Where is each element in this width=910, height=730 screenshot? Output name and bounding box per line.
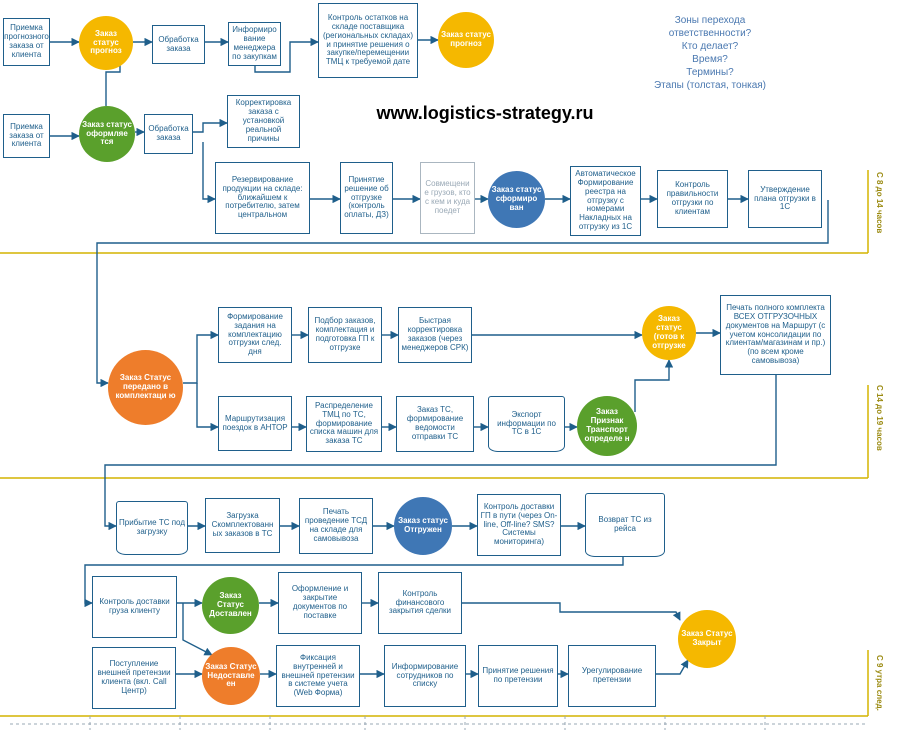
box-delivery-tracking[interactable]: Контроль доставки ГП в пути (через On-li… bbox=[477, 494, 561, 556]
question-line: Кто делает? bbox=[681, 41, 739, 52]
box-supplier-stock-control[interactable]: Контроль остатков на складе поставщика (… bbox=[318, 3, 418, 78]
box-print-tsd[interactable]: Печать проведение ТСД на складе для само… bbox=[299, 498, 373, 554]
box-vehicle-arrival[interactable]: Прибытие ТС под загрузку bbox=[116, 501, 188, 555]
box-export-1c[interactable]: Экспорт информации по ТС в 1С bbox=[488, 396, 565, 452]
box-order-processing-1[interactable]: Обработка заказа bbox=[152, 25, 205, 64]
box-reservation[interactable]: Резервирование продукции на складе: ближ… bbox=[215, 162, 310, 234]
question-line: Этапы (толстая, тонкая) bbox=[653, 80, 767, 91]
timeline-ticks bbox=[10, 716, 868, 730]
status-delivered[interactable]: Заказ Статус Доставлен bbox=[202, 577, 259, 634]
box-staff-notification[interactable]: Информирование сотрудников по списку bbox=[384, 645, 466, 707]
box-claim-registration[interactable]: Фиксация внутренней и внешней претензии … bbox=[276, 645, 360, 707]
box-delivery-control[interactable]: Контроль доставки груза клиенту bbox=[92, 576, 177, 638]
box-auto-register[interactable]: Автоматическое Формирование реестра на о… bbox=[570, 166, 641, 236]
box-claim-decision[interactable]: Принятие решения по претензии bbox=[478, 645, 558, 707]
box-shipping-decision[interactable]: Принятие решение об отгрузке (контроль о… bbox=[340, 162, 393, 234]
box-order-intake[interactable]: Приемка заказа от клиента bbox=[3, 114, 50, 158]
box-print-full-docs[interactable]: Печать полного комплекта ВСЕХ ОТГРУЗОЧНЫ… bbox=[720, 295, 831, 375]
question-line: Термины? bbox=[686, 67, 734, 78]
box-order-correction[interactable]: Корректировка заказа с установкой реальн… bbox=[227, 95, 300, 148]
box-cargo-combining[interactable]: Совмещени е грузов, кто с кем и куда пое… bbox=[420, 162, 475, 234]
question-line: Зоны перехода bbox=[674, 15, 746, 26]
zone-label-next-day: С 9 утра след. bbox=[875, 655, 884, 711]
box-vehicle-order[interactable]: Заказ ТС, формирование ведомости отправк… bbox=[396, 396, 474, 452]
box-loading[interactable]: Загрузка Скомплектованн ых заказов в ТС bbox=[205, 498, 280, 553]
questions-note: Зоны перехода ответственности? Кто делае… bbox=[640, 14, 780, 92]
status-shipped[interactable]: Заказ статус Отгружен bbox=[394, 497, 452, 555]
website-watermark: www.logistics-strategy.ru bbox=[376, 103, 594, 123]
status-closed[interactable]: Заказ Статус Закрыт bbox=[678, 610, 736, 668]
status-sent-to-picking[interactable]: Заказ Статус передано в комплектаци ю bbox=[108, 350, 183, 425]
box-quick-correction[interactable]: Быстрая корректировка заказов (через мен… bbox=[398, 307, 472, 363]
status-being-formed[interactable]: Заказ статус оформляе тся bbox=[79, 106, 135, 162]
zone-separators bbox=[0, 170, 869, 717]
box-routing[interactable]: Маршрутизация поездок в АНТОР bbox=[218, 396, 292, 451]
box-picking-task[interactable]: Формирование задания на комплектацию отг… bbox=[218, 307, 292, 363]
status-forecast[interactable]: Заказ статус прогноз bbox=[438, 12, 494, 68]
zone-label-morning: С 8 до 14 часов bbox=[875, 172, 884, 234]
box-vehicle-return[interactable]: Возврат ТС из рейса bbox=[585, 493, 665, 557]
box-claim-settlement[interactable]: Урегулирование претензии bbox=[568, 645, 656, 707]
status-formed[interactable]: Заказ статус сформиро ван bbox=[488, 171, 545, 228]
status-transport-assigned[interactable]: Заказ Признак Транспорт определе н bbox=[577, 396, 637, 456]
box-shipment-check[interactable]: Контроль правильности отгрузки по клиент… bbox=[657, 170, 728, 228]
status-not-delivered[interactable]: Заказ Статус Недоставле ен bbox=[202, 647, 260, 705]
box-financial-closing[interactable]: Контроль финансового закрытия сделки bbox=[378, 572, 462, 634]
box-order-picking[interactable]: Подбор заказов, комплектация и подготовк… bbox=[308, 307, 382, 363]
question-line: ответственности? bbox=[668, 28, 752, 39]
arrows bbox=[50, 35, 829, 679]
box-plan-approval[interactable]: Утверждение плана отгрузки в 1С bbox=[748, 170, 822, 228]
question-line: Время? bbox=[692, 54, 728, 65]
zone-label-afternoon: С 14 до 19 часов bbox=[875, 385, 884, 451]
box-claim-intake[interactable]: Поступление внешней претензии клиента (в… bbox=[92, 647, 176, 709]
status-ready-to-ship[interactable]: Заказ статус (готов к отгрузке bbox=[642, 306, 696, 360]
box-documents-closing[interactable]: Оформление и закрытие документов по пост… bbox=[278, 572, 362, 634]
box-inform-purchasing[interactable]: Информиро вание менеджера по закупкам bbox=[228, 22, 281, 66]
box-forecast-order-intake[interactable]: Приемка прогнозного заказа от клиента bbox=[3, 18, 50, 66]
box-order-processing-2[interactable]: Обработка заказа bbox=[144, 114, 193, 154]
status-urgent[interactable]: Заказ статус прогноз bbox=[79, 16, 133, 70]
box-goods-distribution[interactable]: Распределение ТМЦ по ТС, формирование сп… bbox=[306, 396, 382, 452]
